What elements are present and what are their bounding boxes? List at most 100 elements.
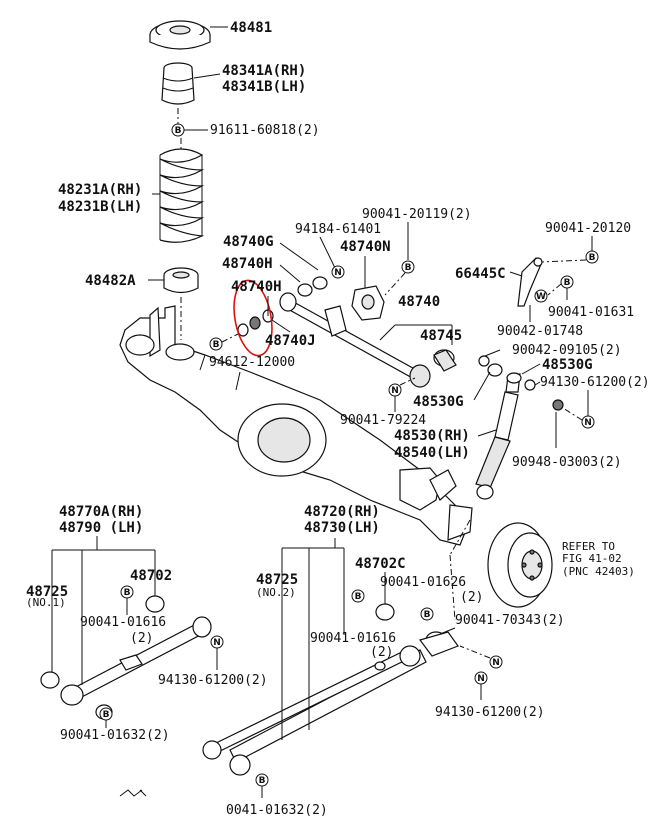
label-94130-61200-bot: 94130-61200(2) (435, 705, 545, 720)
label-90042-09105: 90042-09105(2) (512, 343, 622, 358)
label-48725-no2-sub: (NO.2) (256, 586, 296, 599)
washer-marker-w: W (534, 289, 548, 303)
label-90041-20119: 90041-20119(2) (362, 207, 472, 222)
label-48770a: 48770A(RH) (59, 504, 143, 520)
nut-marker-n-1: N (331, 265, 345, 279)
label-48725-no1-sub: (NO.1) (26, 596, 66, 609)
svg-text:N: N (391, 386, 399, 396)
spring-seat-lower-48482a (163, 267, 199, 340)
bolt-marker-b-10: B (255, 773, 269, 787)
label-48740: 48740 (398, 294, 440, 310)
label-94130-61200-top: 94130-61200(2) (540, 375, 650, 390)
spring-seat-upper-48481 (149, 20, 211, 50)
bolt-marker-b-4: B (585, 250, 599, 264)
label-48725-no1: 48725 (26, 584, 68, 600)
label-48481: 48481 (230, 20, 272, 36)
label-refer-pnc: (PNC 42403) (562, 565, 635, 578)
bracket-48740n (351, 285, 385, 321)
direction-arrow-icon (119, 789, 147, 797)
label-48730: 48730(LH) (304, 520, 380, 536)
svg-text:B: B (124, 588, 131, 598)
svg-text:B: B (424, 610, 431, 620)
label-90042-01748: 90042-01748 (497, 324, 583, 339)
highlight-circle (233, 279, 273, 357)
label-48530g-2: 48530G (413, 394, 464, 410)
label-48740h-2: 48740H (231, 279, 282, 295)
label-66445c: 66445C (455, 266, 506, 282)
bump-stopper-48341 (161, 62, 195, 124)
label-48231b: 48231B(LH) (58, 199, 142, 215)
svg-text:B: B (589, 253, 596, 263)
svg-text:N: N (334, 268, 342, 278)
svg-text:N: N (477, 674, 485, 684)
svg-text:N: N (213, 638, 221, 648)
svg-text:W: W (536, 292, 546, 302)
label-48482a: 48482A (85, 273, 136, 289)
label-90041-01632-2: 0041-01632(2) (226, 803, 328, 818)
label-90041-01616-1: 90041-01616 (80, 615, 166, 630)
bushing-set-48740 (237, 276, 328, 337)
label-48790: 48790 (LH) (59, 520, 143, 536)
label-refer-fig: FIG 41-02 (562, 552, 622, 565)
svg-text:B: B (355, 592, 362, 602)
label-90041-70343: 90041-70343(2) (455, 613, 565, 628)
bracket-66445c (517, 257, 543, 307)
nut-marker-n-4: N (210, 635, 224, 649)
brake-drum-reference (487, 522, 553, 608)
label-48341b: 48341B(LH) (222, 79, 306, 95)
label-94130-61200-mid: 94130-61200(2) (158, 673, 268, 688)
bolt-marker-b-3: B (209, 337, 223, 351)
label-91611-60818: 91611-60818(2) (210, 123, 320, 138)
label-94184-61401: 94184-61401 (295, 222, 381, 237)
label-90041-01616-1-qty: (2) (130, 631, 153, 646)
label-48740h-1: 48740H (222, 256, 273, 272)
upper-control-arm-48770 (40, 595, 212, 720)
label-90041-01626: 90041-01626 (380, 575, 466, 590)
nut-marker-n-3: N (581, 415, 595, 429)
svg-text:N: N (492, 658, 500, 668)
nut-marker-n-2: N (388, 383, 402, 397)
label-90041-01626-qty: (2) (460, 590, 483, 605)
bolt-marker-b-2: B (401, 260, 415, 274)
label-90041-01616-2: 90041-01616 (310, 631, 396, 646)
label-90041-20120: 90041-20120 (545, 221, 631, 236)
label-48702-1: 48702 (130, 568, 172, 584)
label-94612-12000: 94612-12000 (209, 355, 295, 370)
label-48702c: 48702C (355, 556, 406, 572)
svg-text:B: B (213, 340, 220, 350)
nut-marker-n-5: N (489, 655, 503, 669)
label-90041-79224: 90041-79224 (340, 413, 426, 428)
bolt-marker-b-5: B (560, 275, 574, 289)
label-90041-01632-1: 90041-01632(2) (60, 728, 170, 743)
label-48540: 48540(LH) (394, 445, 470, 461)
bolt-marker-b-9: B (420, 607, 434, 621)
label-90041-01616-2-qty: (2) (370, 645, 393, 660)
svg-text:N: N (584, 418, 592, 428)
bolt-marker-b-7: B (99, 707, 113, 721)
svg-text:B: B (564, 278, 571, 288)
label-48740j: 48740J (265, 333, 316, 349)
axle-housing (119, 305, 473, 546)
label-48725-no2: 48725 (256, 572, 298, 588)
label-48530g-1: 48530G (542, 357, 593, 373)
label-48341a: 48341A(RH) (222, 63, 306, 79)
lateral-control-rod-48740 (279, 292, 457, 388)
bolt-marker-b-6: B (120, 585, 134, 599)
label-48740n: 48740N (340, 239, 391, 255)
svg-text:B: B (103, 710, 110, 720)
nut-marker-n-6: N (474, 671, 488, 685)
label-refer-to: REFER TO (562, 540, 615, 553)
bolt-marker-b-8: B (351, 589, 365, 603)
label-48745: 48745 (420, 328, 462, 344)
lower-control-arm-48720 (202, 603, 459, 776)
svg-text:B: B (175, 126, 182, 136)
bolt-marker-b-1: B (171, 123, 185, 137)
coil-spring-48231 (159, 138, 205, 243)
svg-text:B: B (405, 263, 412, 273)
label-48530: 48530(RH) (394, 428, 470, 444)
label-48720: 48720(RH) (304, 504, 380, 520)
label-48231a: 48231A(RH) (58, 182, 142, 198)
label-90948-03003: 90948-03003(2) (512, 455, 622, 470)
svg-text:B: B (259, 776, 266, 786)
